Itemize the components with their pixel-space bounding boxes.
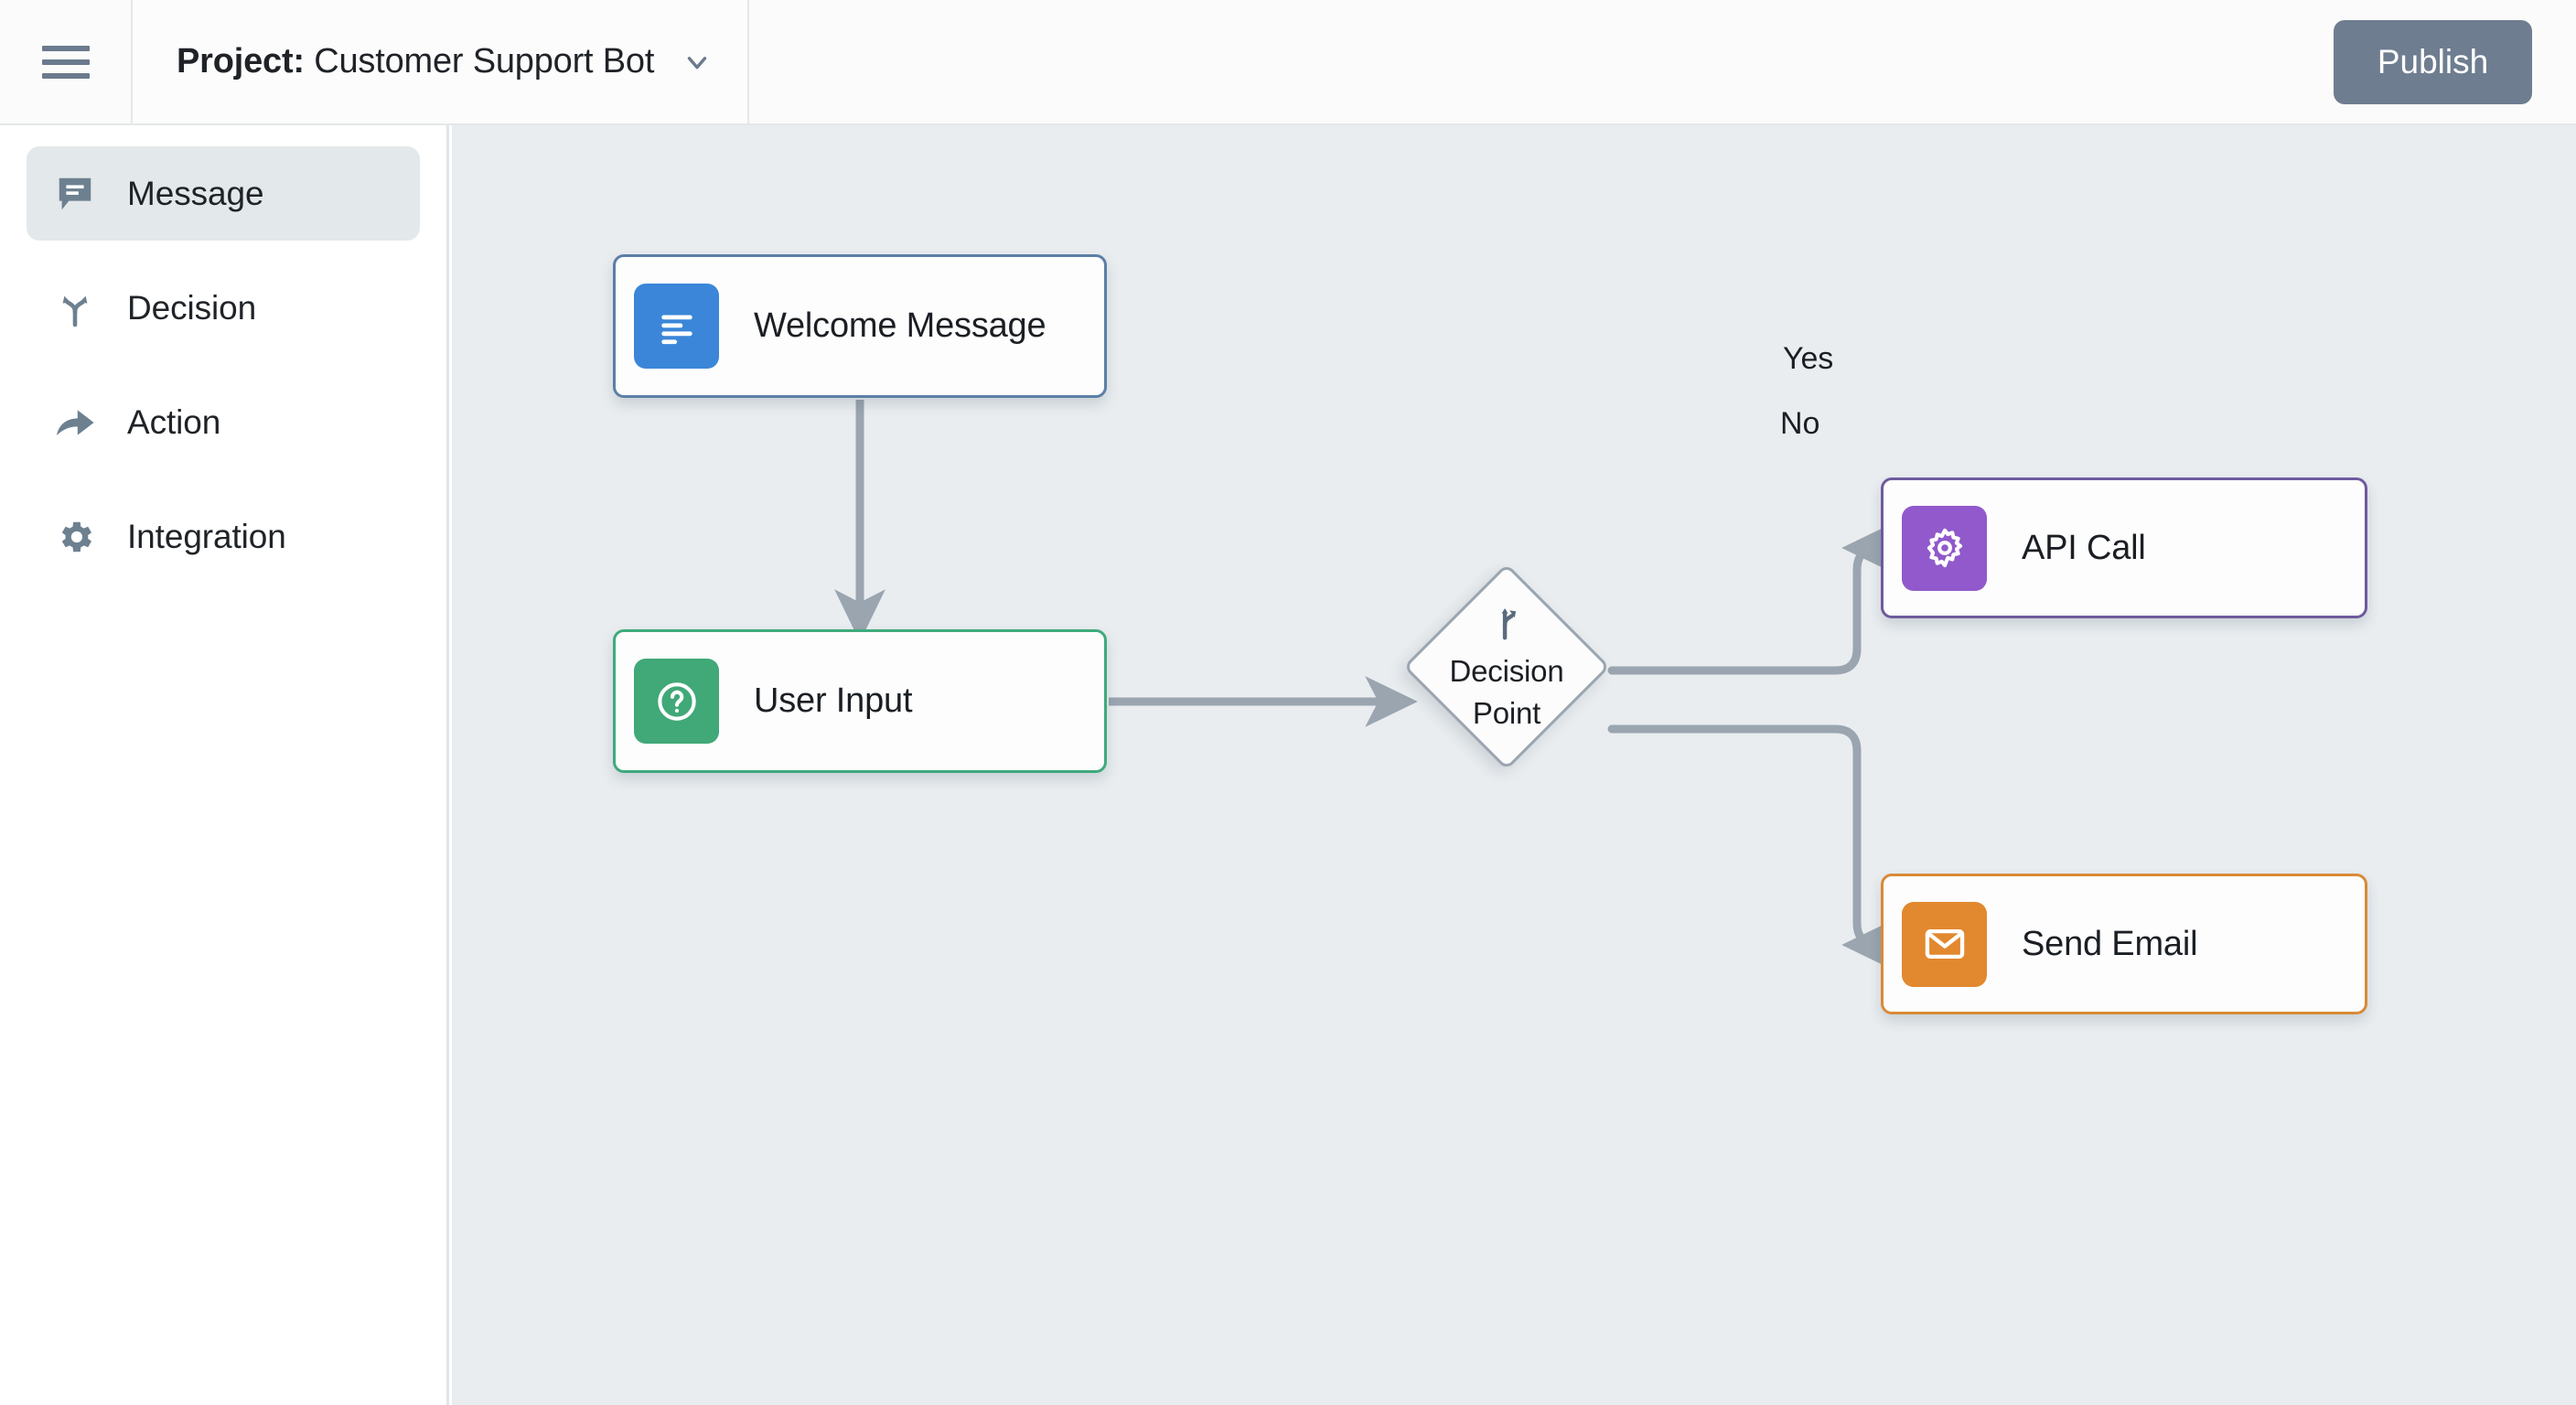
edge-decision-to-apicall bbox=[1607, 522, 1894, 675]
sidebar-item-message[interactable]: Message bbox=[27, 146, 420, 241]
envelope-icon bbox=[1902, 901, 1987, 987]
app-header: Project: Customer Support Bot Publish bbox=[0, 0, 2576, 125]
hamburger-menu-button[interactable] bbox=[0, 0, 133, 123]
flow-node-decision-point[interactable]: Decision Point bbox=[1402, 563, 1611, 771]
hamburger-menu-icon bbox=[41, 45, 90, 79]
sidebar-spacer bbox=[0, 241, 446, 261]
project-prefix: Project: bbox=[177, 42, 305, 80]
sidebar: Message Decision Action bbox=[0, 125, 449, 1405]
question-circle-icon bbox=[634, 659, 719, 744]
project-title: Project: Customer Support Bot bbox=[177, 42, 654, 81]
branch-arrow-icon bbox=[50, 284, 100, 333]
flow-node-user-input[interactable]: User Input bbox=[613, 629, 1107, 773]
edge-decision-to-sendemail bbox=[1607, 724, 1894, 971]
diamond-shape bbox=[1402, 563, 1611, 771]
sidebar-item-decision[interactable]: Decision bbox=[27, 261, 420, 355]
chat-bubble-icon bbox=[50, 169, 100, 219]
flow-node-label: User Input bbox=[754, 681, 913, 720]
gear-icon bbox=[1902, 505, 1987, 591]
sidebar-item-label: Action bbox=[127, 402, 221, 441]
edge-label-no: No bbox=[1780, 406, 1820, 441]
flow-node-label: Welcome Message bbox=[754, 306, 1046, 345]
sidebar-spacer bbox=[0, 355, 446, 375]
sidebar-item-action[interactable]: Action bbox=[27, 375, 420, 469]
header-spacer bbox=[749, 0, 2334, 123]
connector-layer bbox=[834, 400, 1894, 971]
sidebar-item-integration[interactable]: Integration bbox=[27, 489, 420, 584]
project-name: Customer Support Bot bbox=[314, 42, 655, 80]
sidebar-item-label: Decision bbox=[127, 288, 257, 327]
curved-arrow-icon bbox=[50, 398, 100, 447]
edge-label-yes: Yes bbox=[1783, 341, 1834, 376]
flow-node-api-call[interactable]: API Call bbox=[1881, 477, 2367, 618]
flow-node-label: Send Email bbox=[2022, 924, 2198, 963]
flow-node-send-email[interactable]: Send Email bbox=[1881, 874, 2367, 1014]
sidebar-item-label: Integration bbox=[127, 517, 286, 555]
text-lines-icon bbox=[634, 284, 719, 369]
publish-button[interactable]: Publish bbox=[2334, 19, 2532, 104]
project-selector-tab[interactable]: Project: Customer Support Bot bbox=[133, 0, 750, 123]
chevron-down-icon bbox=[688, 56, 707, 69]
gear-icon bbox=[50, 512, 100, 562]
sidebar-item-label: Message bbox=[127, 174, 264, 212]
sidebar-spacer bbox=[0, 469, 446, 489]
flow-node-welcome-message[interactable]: Welcome Message bbox=[613, 254, 1107, 398]
flow-canvas[interactable]: Welcome Message User Input bbox=[452, 125, 2576, 1405]
flow-node-label: API Call bbox=[2022, 528, 2146, 567]
